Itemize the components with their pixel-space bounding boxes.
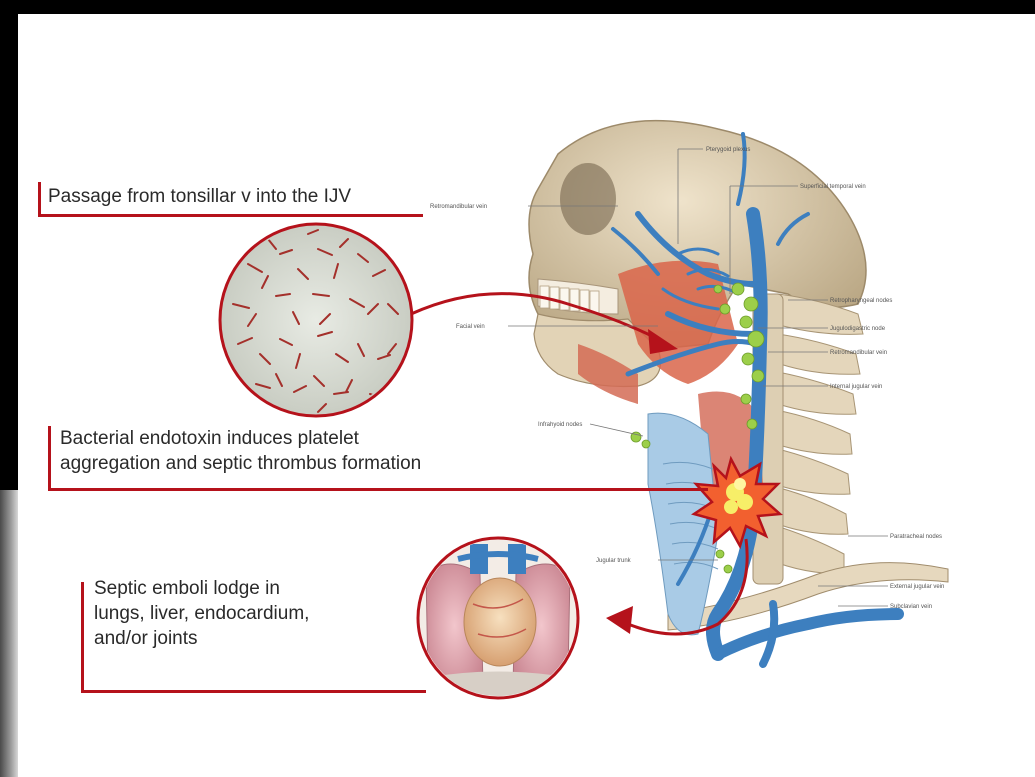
chest-thumbnail xyxy=(418,534,578,704)
callout-emboli-bracket-vertical xyxy=(81,582,84,692)
callout-passage-text: Passage from tonsillar v into the IJV xyxy=(48,184,351,209)
label-external-jugular-vein: External jugular vein xyxy=(890,584,944,590)
callout-endotoxin: Bacterial endotoxin induces platelet agg… xyxy=(60,426,421,476)
label-subclavian-vein: Subclavian vein xyxy=(890,604,932,610)
bacteria-micrograph xyxy=(220,224,412,416)
label-retromandibular-vein-top: Retromandibular vein xyxy=(430,204,487,210)
label-retropharyngeal-nodes: Retropharyngeal nodes xyxy=(830,298,892,304)
callout-passage-bracket-horizontal xyxy=(38,214,423,217)
arrow-head-bottom xyxy=(606,606,633,634)
label-facial-vein: Facial vein xyxy=(456,324,485,330)
label-internal-jugular-vein: Internal jugular vein xyxy=(830,384,882,390)
anatomy-illustration: Pterygoid plexus Superficial temporal ve… xyxy=(18,14,1035,777)
callout-passage: Passage from tonsillar v into the IJV xyxy=(48,184,351,209)
callout-emboli: Septic emboli lodge in lungs, liver, end… xyxy=(94,576,309,651)
background-photo-strip xyxy=(0,490,18,777)
callout-passage-bracket-vertical xyxy=(38,182,41,216)
callout-emboli-text: Septic emboli lodge in lungs, liver, end… xyxy=(94,576,309,651)
callout-endotoxin-bracket-horizontal xyxy=(48,488,708,491)
label-retromandibular-vein-right: Retromandibular vein xyxy=(830,350,887,356)
callout-emboli-bracket-horizontal xyxy=(81,690,426,693)
label-pterygoid-plexus: Pterygoid plexus xyxy=(706,147,750,153)
callout-endotoxin-text: Bacterial endotoxin induces platelet agg… xyxy=(60,426,421,476)
label-jugular-trunk: Jugular trunk xyxy=(596,558,632,564)
label-jugulodigastric-node: Jugulodigastric node xyxy=(830,326,886,332)
label-superficial-temporal-vein: Superficial temporal vein xyxy=(800,184,866,190)
slide: Pterygoid plexus Superficial temporal ve… xyxy=(18,14,1035,777)
label-infrahyoid-nodes: Infrahyoid nodes xyxy=(538,422,582,428)
callout-endotoxin-bracket-vertical xyxy=(48,426,51,490)
label-paratracheal-nodes: Paratracheal nodes xyxy=(890,534,942,540)
